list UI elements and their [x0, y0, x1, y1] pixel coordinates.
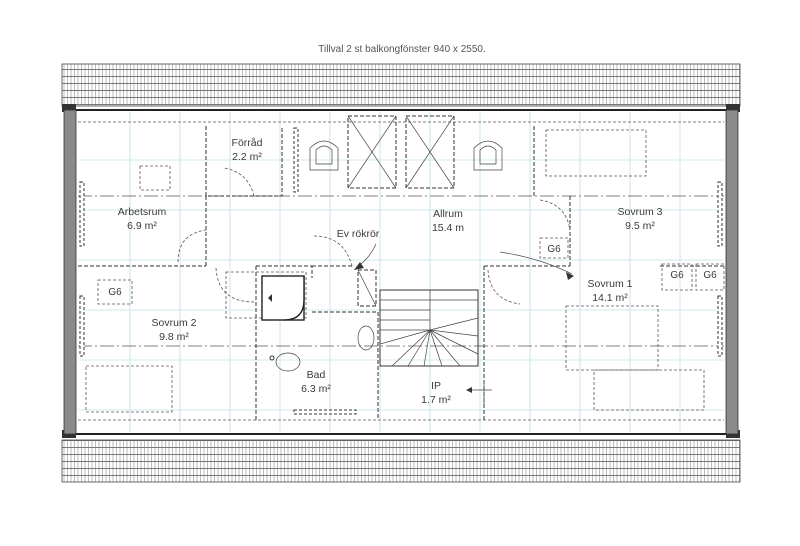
- roof-windows: [347, 115, 455, 189]
- g6-label-3: G6: [670, 270, 684, 281]
- room-area-forrad: 2.2 m²: [232, 151, 262, 163]
- bathroom-fixtures: [261, 275, 375, 372]
- interior-walls: [78, 126, 724, 420]
- room-area-bad: 6.3 m²: [301, 383, 331, 395]
- roof-top: [61, 63, 741, 107]
- room-area-sovrum2: 9.8 m²: [159, 331, 189, 343]
- eaves: [62, 104, 740, 438]
- room-name-bad: Bad: [307, 369, 326, 381]
- room-labels: Förråd 2.2 m² Arbetsrum 6.9 m² Allrum 15…: [118, 137, 663, 406]
- room-name-ip: IP: [431, 380, 441, 392]
- g6-markers: G6 G6 G6 G6: [97, 237, 725, 305]
- room-name-sovrum3: Sovrum 3: [618, 206, 663, 218]
- room-name-sovrum2: Sovrum 2: [152, 317, 197, 329]
- gable-wall-left: [63, 109, 77, 435]
- room-area-sovrum1: 14.1 m²: [592, 292, 628, 304]
- staircase: [379, 289, 479, 367]
- annotation-arrows: [354, 243, 574, 404]
- room-area-allrum: 15.4 m: [432, 222, 464, 234]
- knee-wall-lines: [78, 121, 724, 421]
- g6-label-4: G6: [703, 270, 717, 281]
- room-name-sovrum1: Sovrum 1: [588, 278, 633, 290]
- radiators: [79, 127, 723, 415]
- plan-title: Tillval 2 st balkongfönster 940 x 2550.: [318, 44, 486, 55]
- furniture: [85, 129, 705, 413]
- room-area-sovrum3: 9.5 m²: [625, 220, 655, 232]
- roof-bottom: [61, 439, 741, 483]
- room-name-arbetsrum: Arbetsrum: [118, 206, 167, 218]
- g6-label-1: G6: [547, 244, 561, 255]
- door-swings: [177, 167, 571, 305]
- construction-grid: [78, 112, 724, 432]
- armchairs: [309, 140, 503, 171]
- chimney-label: Ev rökrör: [337, 228, 380, 240]
- room-name-forrad: Förråd: [232, 137, 263, 149]
- room-name-allrum: Allrum: [433, 208, 463, 220]
- gable-wall-right: [725, 109, 739, 435]
- room-area-ip: 1.7 m²: [421, 394, 451, 406]
- chimney-box: [357, 269, 377, 307]
- room-area-arbetsrum: 6.9 m²: [127, 220, 157, 232]
- g6-label-2: G6: [108, 287, 122, 298]
